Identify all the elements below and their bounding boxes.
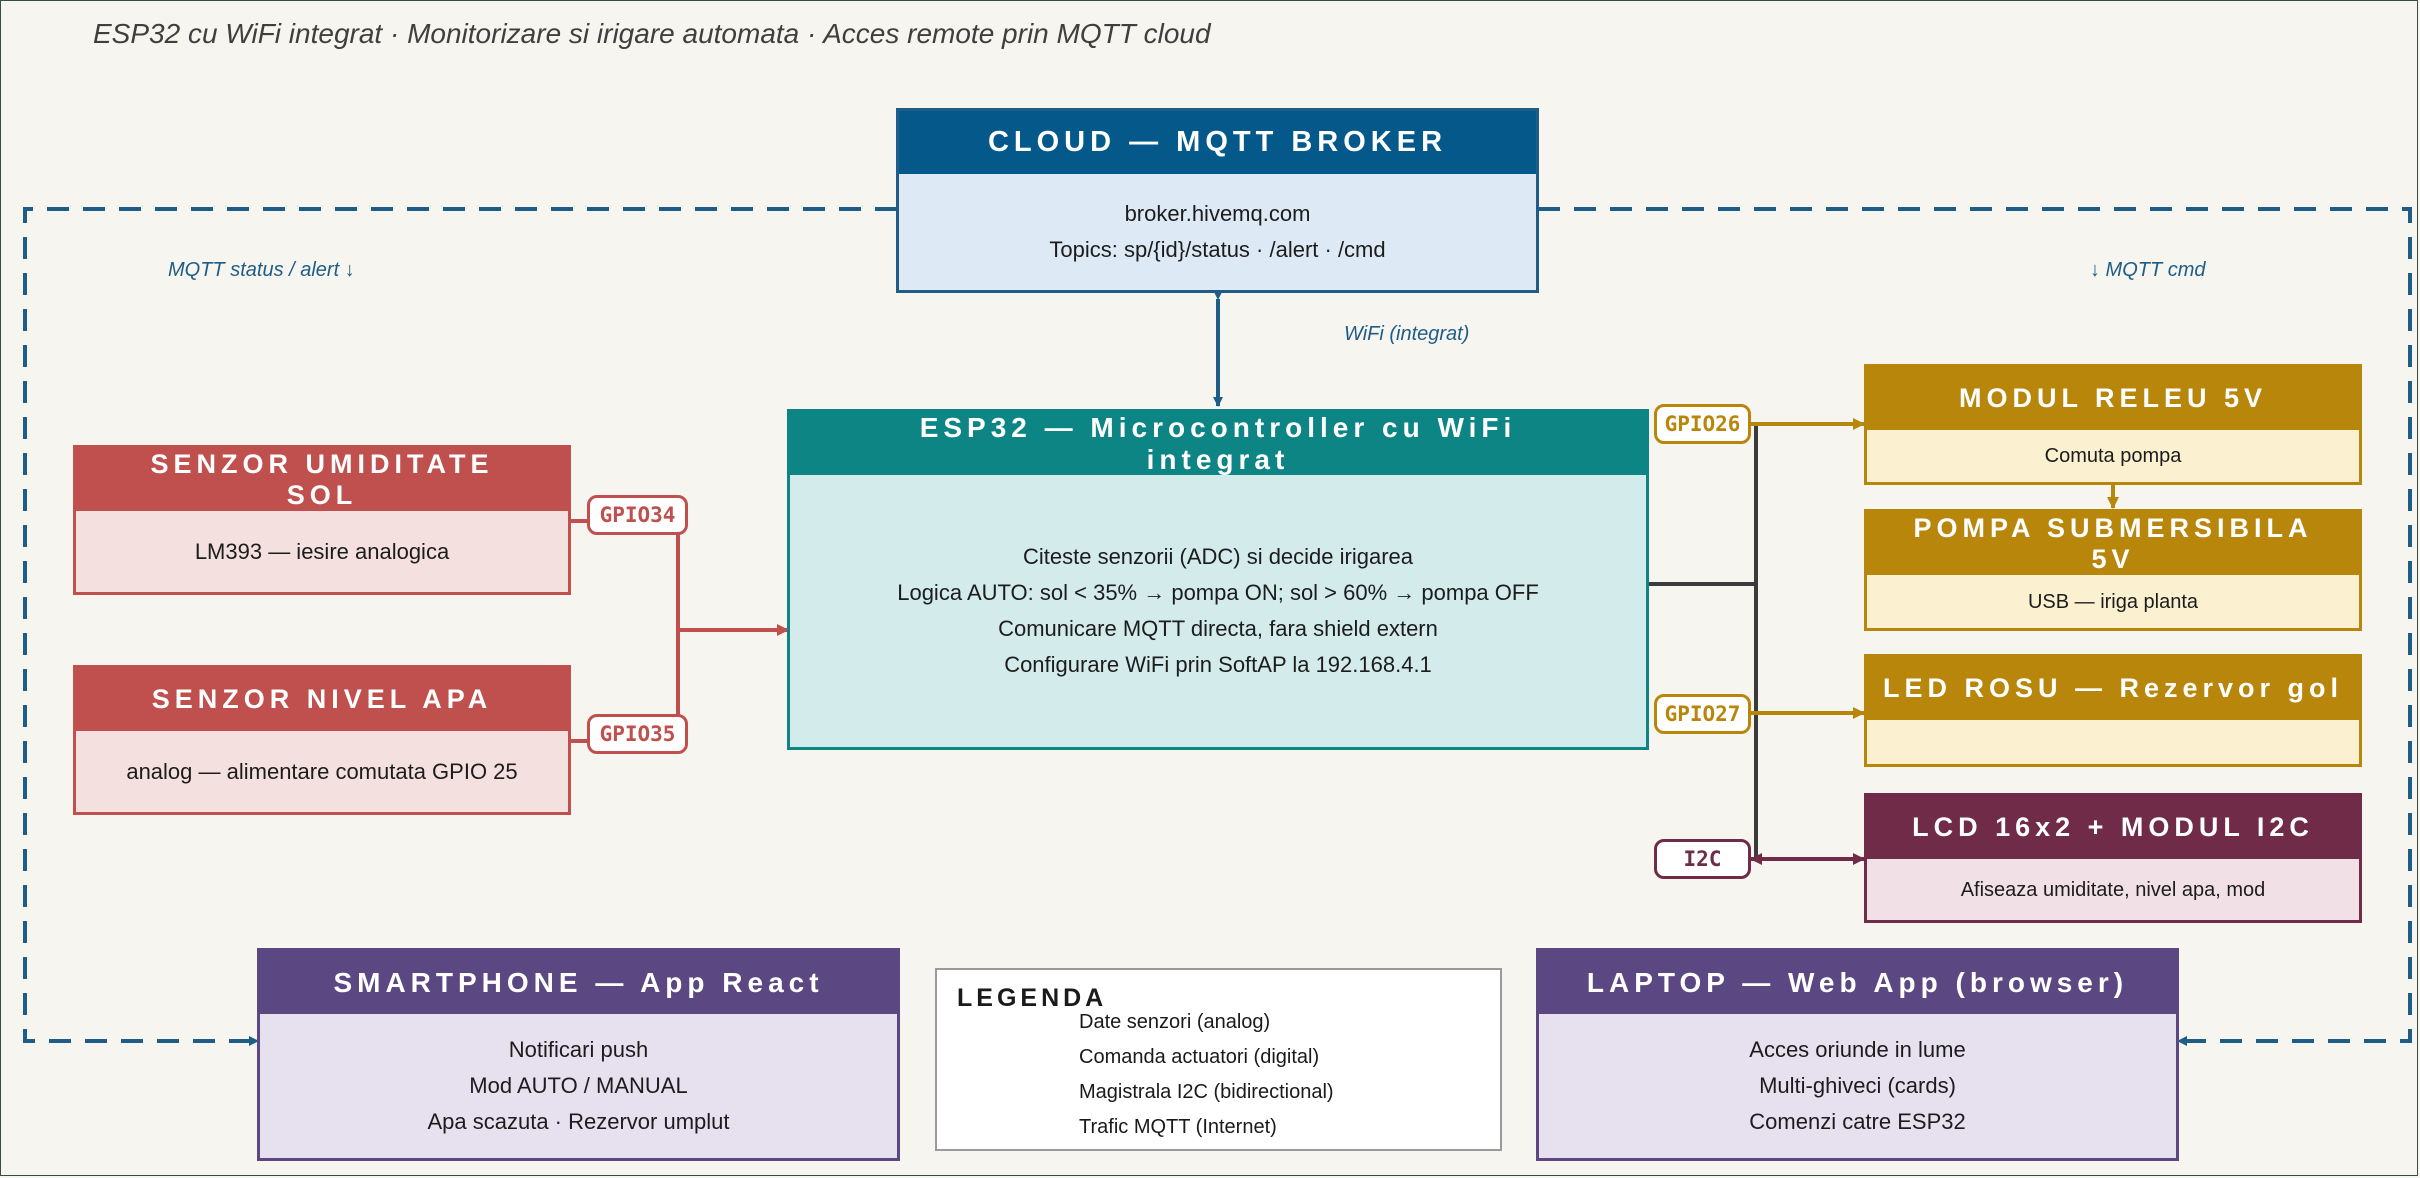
esp32-title: ESP32 — Microcontroller cu WiFi integrat [790, 412, 1646, 475]
cloud-broker-topics: Topics: sp/{id}/status · /alert · /cmd [1049, 237, 1386, 262]
lcd-desc: Afiseaza umiditate, nivel apa, mod [1960, 878, 2266, 901]
smartphone-box: SMARTPHONE — App React Notificari push M… [257, 948, 900, 1161]
smartphone-line-3: Apa scazuta · Rezervor umplut [427, 1109, 730, 1134]
sensor-water-title: SENZOR NIVEL APA [76, 668, 568, 731]
esp32-line-4: Configurare WiFi prin SoftAP la 192.168.… [1004, 652, 1432, 677]
esp32-line-3: Comunicare MQTT directa, fara shield ext… [998, 616, 1438, 641]
i2c-tag: I2C [1654, 839, 1751, 879]
esp32-line-1: Citeste senzorii (ADC) si decide irigare… [1022, 544, 1414, 569]
cloud-broker-title: CLOUD — MQTT BROKER [899, 111, 1536, 174]
gpio26-tag: GPIO26 [1654, 404, 1751, 444]
relay-desc: Comuta pompa [2044, 445, 2182, 467]
led-title: LED ROSU — Rezervor gol [1867, 657, 2359, 720]
laptop-line-1: Acces oriunde in lume [1749, 1037, 1966, 1062]
legend-title: LEGENDA [957, 984, 1108, 1012]
pump-title: POMPA SUBMERSIBILA 5V [1867, 512, 2359, 575]
page-subtitle: ESP32 cu WiFi integrat · Monitorizare si… [93, 18, 1211, 49]
gpio27-tag: GPIO27 [1654, 694, 1751, 734]
laptop-title: LAPTOP — Web App (browser) [1539, 951, 2176, 1014]
sensor-water-desc: analog — alimentare comutata GPIO 25 [126, 758, 518, 784]
mqtt-line-right [1538, 207, 2412, 1046]
mqtt-status-note: MQTT status / alert ↓ [168, 259, 355, 281]
cloud-broker-host: broker.hivemq.com [1124, 201, 1311, 226]
legend: LEGENDA Date senzori (analog) Comanda ac… [935, 968, 1502, 1151]
gpio34-tag: GPIO34 [587, 495, 688, 535]
pump-desc: USB — iriga planta [2027, 590, 2199, 613]
wifi-note: WiFi (integrat) [1344, 323, 1470, 345]
smartphone-line-2: Mod AUTO / MANUAL [469, 1073, 688, 1098]
cloud-broker-box: CLOUD — MQTT BROKER broker.hivemq.com To… [896, 108, 1539, 293]
legend-item-sensor: Date senzori (analog) [1079, 1011, 1271, 1033]
laptop-line-2: Multi-ghiveci (cards) [1759, 1073, 1956, 1098]
sensor-water-box: SENZOR NIVEL APA analog — alimentare com… [73, 665, 571, 815]
mqtt-cmd-note: ↓ MQTT cmd [2090, 259, 2206, 281]
lcd-box: LCD 16x2 + MODUL I2C Afiseaza umiditate,… [1864, 793, 2362, 923]
smartphone-title: SMARTPHONE — App React [260, 951, 897, 1014]
lcd-title: LCD 16x2 + MODUL I2C [1867, 796, 2359, 859]
pump-box: POMPA SUBMERSIBILA 5V USB — iriga planta [1864, 509, 2362, 631]
legend-item-i2c: Magistrala I2C (bidirectional) [1079, 1081, 1334, 1103]
legend-item-actuator: Comanda actuatori (digital) [1079, 1046, 1320, 1068]
gpio35-tag: GPIO35 [587, 714, 688, 754]
relay-box: MODUL RELEU 5V Comuta pompa [1864, 364, 2362, 485]
legend-item-mqtt: Trafic MQTT (Internet) [1079, 1116, 1277, 1138]
laptop-line-3: Comenzi catre ESP32 [1749, 1109, 1966, 1134]
smartphone-line-1: Notificari push [508, 1037, 649, 1062]
led-box: LED ROSU — Rezervor gol [1864, 654, 2362, 767]
relay-title: MODUL RELEU 5V [1867, 367, 2359, 430]
esp32-line-2: Logica AUTO: sol < 35% → pompa ON; sol >… [897, 580, 1539, 605]
sensor-soil-desc: LM393 — iesire analogica [194, 538, 450, 564]
esp32-box: ESP32 — Microcontroller cu WiFi integrat… [787, 409, 1649, 750]
laptop-box: LAPTOP — Web App (browser) Acces oriunde… [1536, 948, 2179, 1161]
sensor-soil-box: SENZOR UMIDITATE SOL LM393 — iesire anal… [73, 445, 571, 595]
mqtt-line-left [23, 207, 897, 1046]
sensor-soil-title: SENZOR UMIDITATE SOL [76, 448, 568, 511]
